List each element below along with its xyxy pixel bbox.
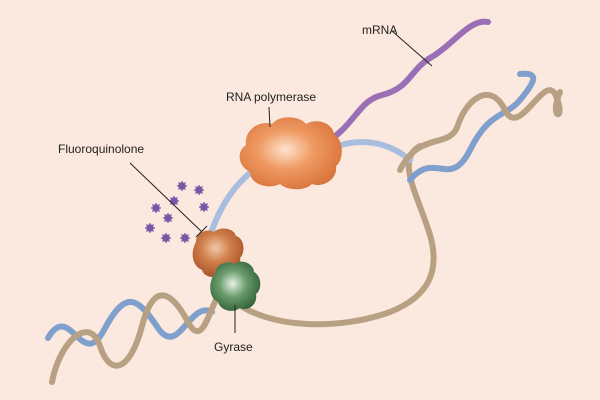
rna-polymerase-leader-line (268, 106, 271, 128)
left-helix-blue-strand (45, 299, 215, 347)
drug-molecule (194, 185, 204, 195)
mrna-leader-line (391, 30, 433, 67)
gyrase-label: Gyrase (214, 340, 253, 354)
gyrase-green-subunit (210, 261, 261, 311)
fluoroquinolone-label: Fluoroquinolone (58, 142, 145, 156)
rna-polymerase-blob (239, 117, 342, 190)
drug-molecule (199, 202, 209, 212)
right-helix-blue-strand (407, 70, 537, 183)
fluoroquinolone-leader-line (129, 162, 203, 233)
drug-molecule (169, 196, 179, 206)
fluoroquinolone-molecules (145, 181, 209, 243)
drug-molecule (163, 213, 173, 223)
rna-polymerase-label: RNA polymerase (226, 90, 317, 104)
mrna-label: mRNA (362, 23, 398, 37)
left-helix-tan-strand (49, 289, 225, 385)
drug-molecule (180, 233, 190, 243)
mrna-strand (327, 18, 491, 143)
inhibition-bar (195, 225, 208, 238)
drug-molecule (161, 233, 171, 243)
drug-molecule (151, 203, 161, 213)
drug-molecule (145, 223, 155, 233)
right-helix-tan-strand (397, 87, 563, 173)
drug-molecule (177, 181, 187, 191)
dna-loop-tan-strand (229, 143, 437, 328)
